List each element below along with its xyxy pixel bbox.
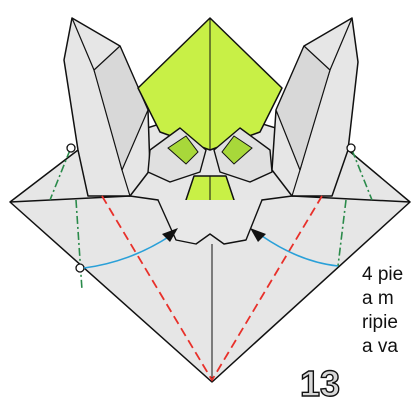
instruction-line-1: 4 pie <box>362 264 403 286</box>
instruction-line-4: a va <box>362 336 398 358</box>
instruction-line-3: ripie <box>362 312 398 334</box>
instruction-line-2: a m <box>362 288 394 310</box>
step-number: 13 <box>300 363 340 403</box>
ref-point <box>76 264 84 272</box>
ref-point <box>67 144 75 152</box>
ref-point <box>347 144 355 152</box>
